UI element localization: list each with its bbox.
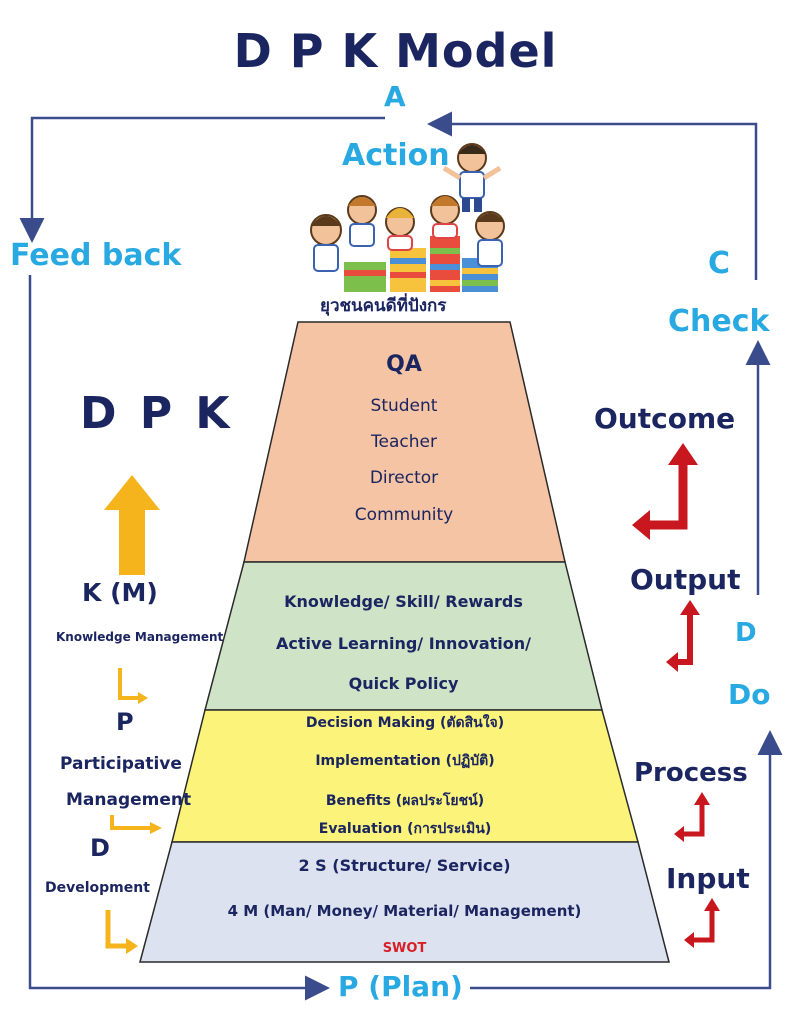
p-label: P [116, 708, 134, 736]
k-label: K (M) [82, 578, 158, 607]
elbow-arrow-icon [684, 898, 720, 948]
p-description-2: Management [66, 790, 192, 810]
up-arrow-icon [104, 475, 160, 575]
check-action-line [427, 111, 758, 280]
tier2-line: Knowledge/ Skill/ Rewards [284, 592, 523, 611]
tier4-line: 2 S (Structure/ Service) [298, 856, 511, 875]
elbow-arrow-icon [105, 910, 138, 954]
tier2-line: Active Learning/ Innovation/ [275, 634, 532, 653]
cycle-action-label: Action [342, 138, 450, 173]
cycle-feedback-label: Feed back [10, 238, 182, 273]
cycle-d-label: D [735, 618, 757, 648]
cycle-plan-label: P (Plan) [338, 970, 463, 1003]
p-description-1: Participative [60, 754, 182, 774]
tier2-line: Quick Policy [348, 674, 459, 693]
process-label: Process [634, 758, 748, 788]
tier1-line: Student [370, 396, 438, 416]
tier3-line: Benefits (ผลประโยชน์) [325, 793, 485, 809]
k-description: Knowledge Management [56, 630, 224, 644]
tier-input [139, 841, 670, 963]
cycle-check-label: Check [668, 304, 770, 339]
elbow-arrow-icon [110, 815, 162, 834]
page-title: D P K Model [233, 24, 558, 78]
tier4-line: 4 M (Man/ Money/ Material/ Management) [227, 902, 582, 920]
tier3-line: Decision Making (ตัดสินใจ) [305, 715, 505, 731]
swot-label: SWOT [382, 941, 427, 956]
tier1-line: QA [386, 352, 422, 377]
action-feedback-line [19, 116, 385, 243]
output-label: Output [630, 563, 741, 596]
d-description: Development [45, 880, 150, 896]
elbow-arrow-icon [674, 792, 710, 842]
cycle-do-label: Do [728, 678, 771, 711]
cycle-a-label: A [384, 80, 406, 113]
d-label: D [90, 834, 110, 862]
tier1-line: Community [354, 505, 454, 525]
kids-illustration [310, 143, 505, 292]
elbow-arrow-icon [666, 600, 700, 672]
kids-caption: ยุวชนคนดีที่ปังกร [320, 296, 447, 316]
cycle-c-label: C [708, 246, 731, 281]
plan-line-left [28, 275, 330, 1001]
elbow-arrow-icon [632, 443, 698, 540]
dpk-label: D P K [80, 388, 234, 439]
tier1-line: Teacher [371, 432, 437, 452]
input-label: Input [666, 862, 750, 895]
tier3-line: Evaluation (การประเมิน) [318, 821, 492, 837]
tier1-line: Director [369, 468, 439, 488]
outcome-label: Outcome [594, 402, 736, 435]
elbow-arrow-icon [118, 668, 148, 704]
plan-line-right [470, 730, 783, 990]
tier3-line: Implementation (ปฏิบัติ) [315, 753, 495, 769]
